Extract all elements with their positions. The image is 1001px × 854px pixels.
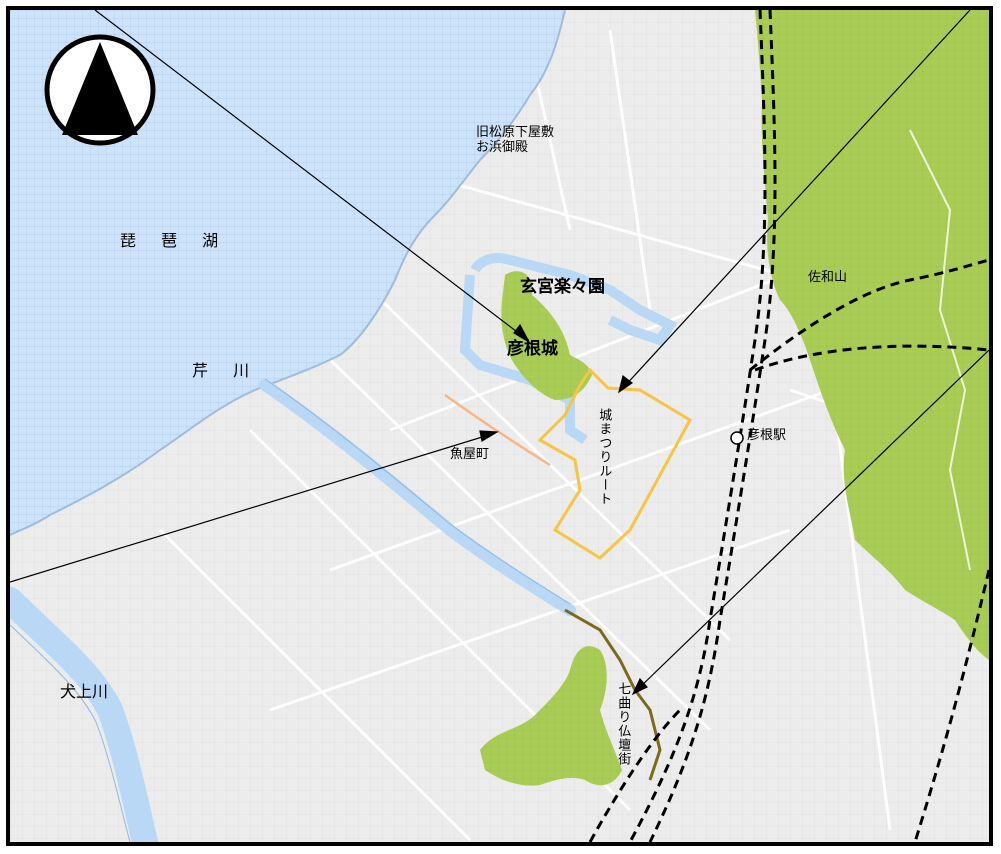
hikone-castle-hill (501, 271, 592, 400)
inukami-river (10, 587, 158, 842)
north-arrow-icon (44, 34, 156, 146)
label-hikone-castle: 彦根城 (507, 339, 558, 359)
label-seri-river: 芹 川 (192, 361, 260, 380)
label-castle-route: 城まつりルート (596, 408, 612, 506)
seri-river (259, 379, 576, 616)
label-inukami-river: 犬上川 (60, 682, 109, 701)
label-genkyu: 玄宮楽々園 (520, 277, 605, 297)
south-hill (480, 646, 622, 786)
label-matsubara: 旧松原下屋敷 お浜御殿 (476, 125, 555, 155)
station-circle-icon (730, 431, 744, 445)
map-frame: 琵 琶 湖 芹 川 犬上川 旧松原下屋敷 お浜御殿 玄宮楽々園 彦根城 魚屋町 … (6, 6, 993, 846)
lake-biwa (10, 10, 565, 535)
label-sawayama: 佐和山 (808, 270, 848, 285)
map-canvas (10, 10, 989, 842)
label-nanamagari: 七曲り仏壇街 (615, 682, 631, 766)
railway-lines (588, 10, 989, 842)
uoya-street (444, 393, 551, 467)
label-hikone-station: 彦根駅 (747, 428, 787, 443)
lake-shoreline (10, 10, 566, 536)
castle-route-path (537, 367, 693, 560)
street-grid (158, 29, 941, 842)
label-uoya: 魚屋町 (450, 447, 490, 462)
leader-lines (10, 10, 989, 696)
label-lake-biwa: 琵 琶 湖 (120, 231, 229, 250)
